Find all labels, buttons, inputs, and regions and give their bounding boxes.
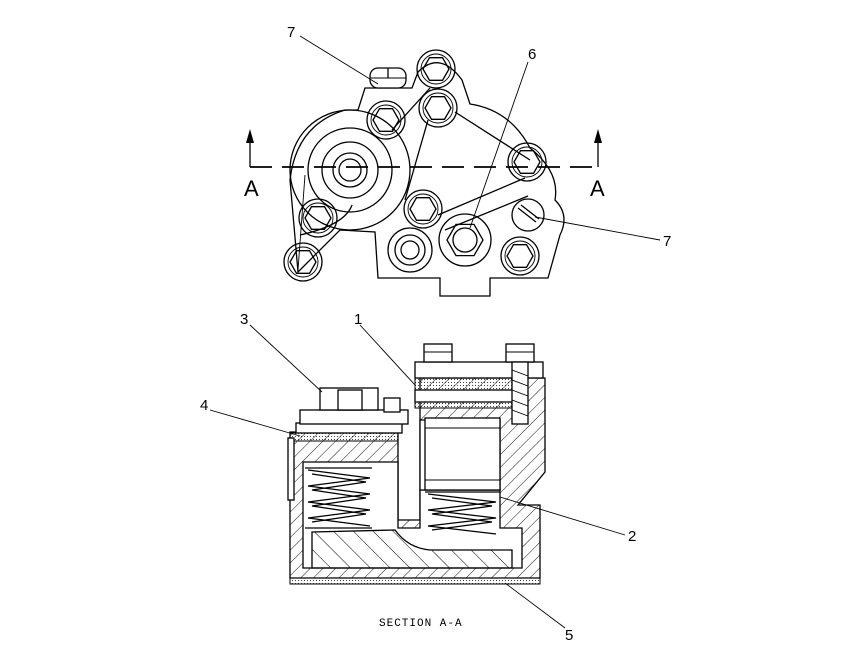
hex-bolt	[283, 242, 323, 282]
spring-right	[425, 491, 500, 535]
section-line	[246, 129, 602, 168]
section-mark-left: A	[244, 176, 259, 201]
hex-bolt	[366, 100, 406, 140]
hex-bolt	[500, 236, 540, 276]
center-boss	[289, 109, 411, 231]
hex-bolt	[298, 198, 338, 238]
bolt-head	[423, 343, 453, 363]
callout-3: 3	[240, 311, 248, 328]
slotted-screw	[511, 198, 545, 232]
callout-6: 6	[528, 46, 536, 63]
hex-bolt	[418, 88, 458, 128]
hex-bolt	[416, 49, 456, 89]
callout-1: 1	[354, 311, 362, 328]
callout-2: 2	[628, 528, 636, 545]
housing-outline	[289, 62, 565, 297]
gasket	[289, 432, 399, 442]
lower-block	[311, 529, 513, 569]
callout-7-right: 7	[663, 233, 671, 250]
base-gasket	[289, 577, 541, 585]
section-view	[287, 343, 546, 585]
section-mark-right: A	[590, 176, 605, 201]
leader-lines	[209, 35, 661, 629]
piston	[424, 417, 501, 491]
spring-left	[305, 467, 372, 529]
callout-5: 5	[565, 627, 573, 644]
callout-4: 4	[200, 397, 208, 414]
adjust-nut	[438, 213, 492, 267]
port	[387, 227, 433, 273]
callout-7-top: 7	[287, 24, 295, 41]
top-view	[283, 49, 565, 297]
hex-bolt	[507, 142, 547, 182]
bolt-head	[505, 343, 535, 363]
hex-bolt	[403, 189, 443, 229]
section-caption: SECTION A-A	[379, 618, 463, 630]
